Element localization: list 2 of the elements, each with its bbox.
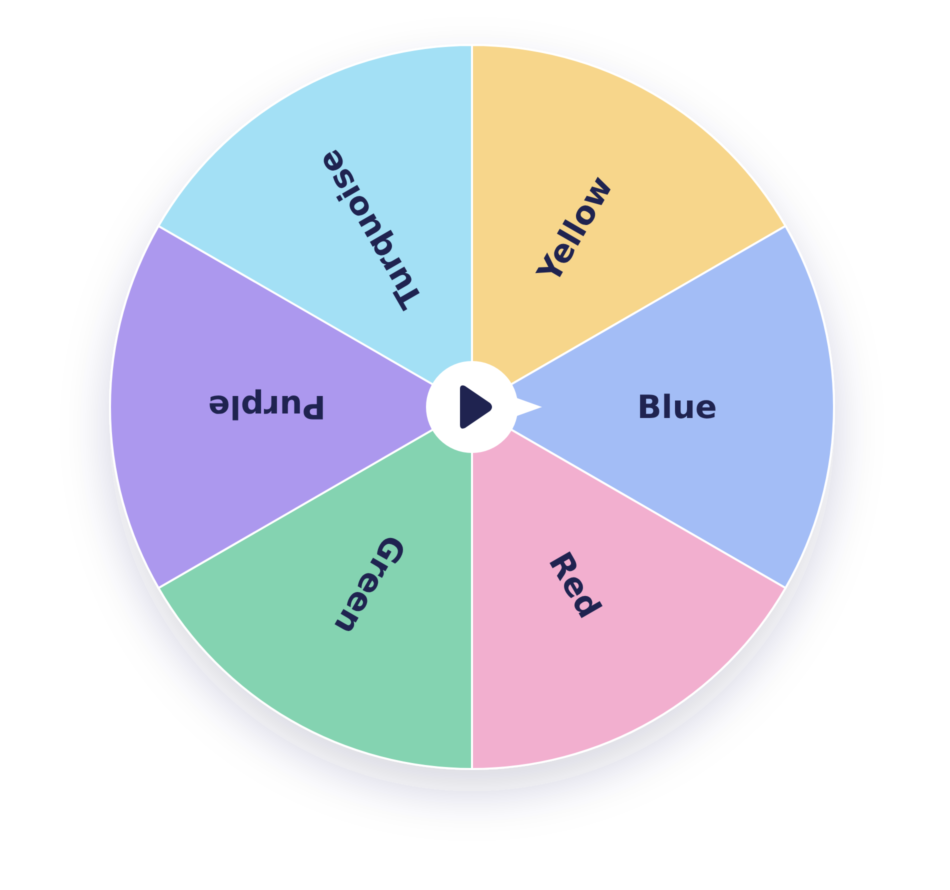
slice-label: Purple	[208, 391, 326, 423]
slice-label: Blue	[637, 391, 717, 423]
